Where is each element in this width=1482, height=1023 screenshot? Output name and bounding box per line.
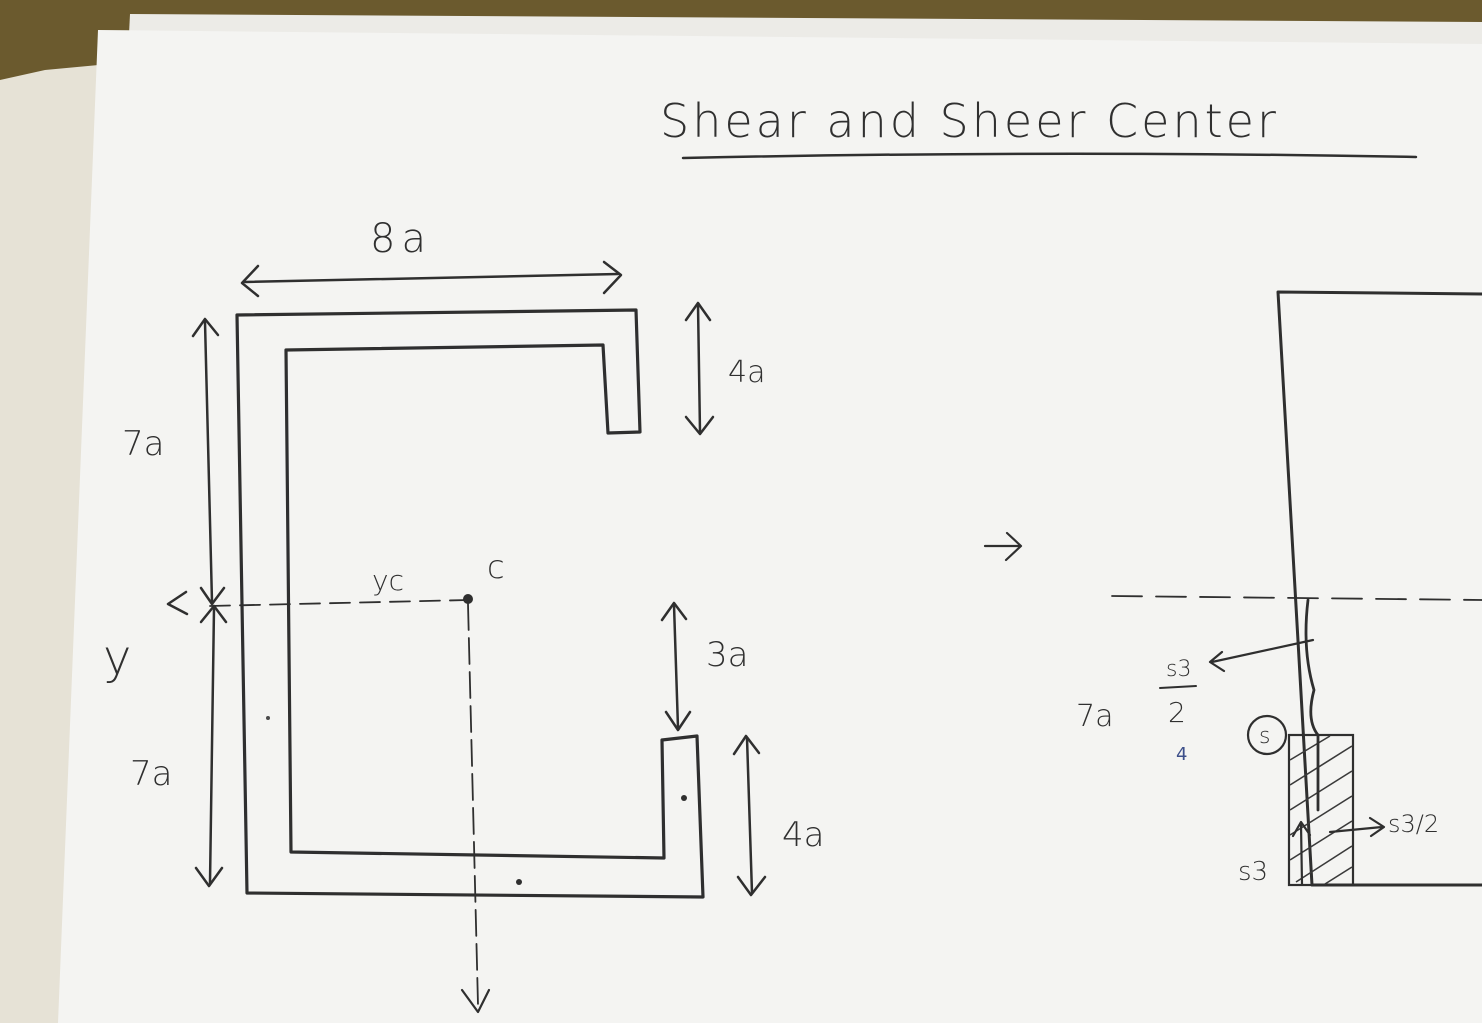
c-section-outline	[235, 308, 705, 899]
label-yc: yc	[372, 564, 404, 597]
detail-centroid-line	[1111, 595, 1482, 601]
transition-arrow-icon	[983, 531, 1023, 562]
dot-mark	[266, 716, 270, 720]
dot-mark	[681, 795, 687, 801]
circled-mark-label: s	[1259, 724, 1270, 749]
label-lower-web: 7a	[130, 754, 172, 794]
centroid-point	[463, 594, 473, 604]
shaded-element	[1287, 733, 1355, 887]
arrowhead-up-icon	[660, 601, 688, 622]
label-centroid: c	[487, 548, 505, 586]
label-top-lip: 4a	[728, 355, 765, 390]
y-axis-arrow-icon	[166, 590, 189, 616]
dimension-line	[243, 272, 620, 284]
dimension-line-upper	[203, 320, 214, 604]
front-sheet	[58, 30, 1482, 1023]
dot-mark	[516, 879, 522, 885]
label-upper-web: 7a	[122, 424, 164, 464]
arrowhead-up-icon	[191, 317, 220, 338]
dimension-line	[696, 303, 702, 434]
detail-up-arrow-icon	[1291, 820, 1312, 886]
arrowhead-up-icon	[684, 301, 712, 322]
fraction-bar	[1159, 685, 1197, 689]
dimension-8a	[240, 260, 623, 298]
detail-outline	[1276, 290, 1482, 887]
blue-note: 4	[1176, 744, 1187, 765]
detail-rightward-arrow-icon	[1328, 816, 1386, 838]
arrowhead-left-icon	[240, 264, 260, 298]
label-flange-width: 8a	[370, 216, 432, 262]
arrowhead-down-icon	[736, 875, 767, 897]
label-s3-half: s3/2	[1388, 810, 1439, 838]
title-underline	[681, 152, 1418, 160]
dimension-top-lip	[684, 301, 715, 436]
detail-expression-denominator: 2	[1168, 696, 1186, 729]
label-y-axis: y	[103, 630, 131, 686]
page-title: Shear and Sheer Center	[660, 94, 1279, 148]
vertical-axis-arrow-icon	[460, 988, 491, 1014]
dimension-line	[745, 736, 754, 895]
circled-mark	[1246, 714, 1288, 756]
dimension-line	[672, 603, 680, 730]
arrowhead-down-icon	[199, 586, 226, 606]
dimension-gap	[660, 601, 692, 732]
detail-sketch: s 7a s3 2 4 s3 s3/2	[1076, 290, 1482, 887]
dimension-line-lower	[208, 606, 216, 885]
arrowhead-down-icon	[194, 866, 224, 888]
arrowhead-up-icon	[732, 734, 761, 756]
label-gap: 3a	[706, 635, 748, 675]
arrowhead-down-icon	[684, 415, 715, 436]
detail-expression-prefix: 7a	[1076, 699, 1113, 734]
centroid-axis-line	[209, 599, 469, 607]
detail-web-stroke	[1304, 598, 1320, 812]
arrowhead-right-icon	[602, 260, 623, 295]
label-s3: s3	[1238, 857, 1268, 887]
dimension-bottom-lip	[732, 734, 767, 897]
arrowhead-down-icon	[664, 710, 692, 732]
detail-expression-numerator: s3	[1166, 657, 1191, 682]
detail-leftward-arrow-icon	[1208, 638, 1315, 673]
label-bottom-lip: 4a	[782, 815, 824, 855]
